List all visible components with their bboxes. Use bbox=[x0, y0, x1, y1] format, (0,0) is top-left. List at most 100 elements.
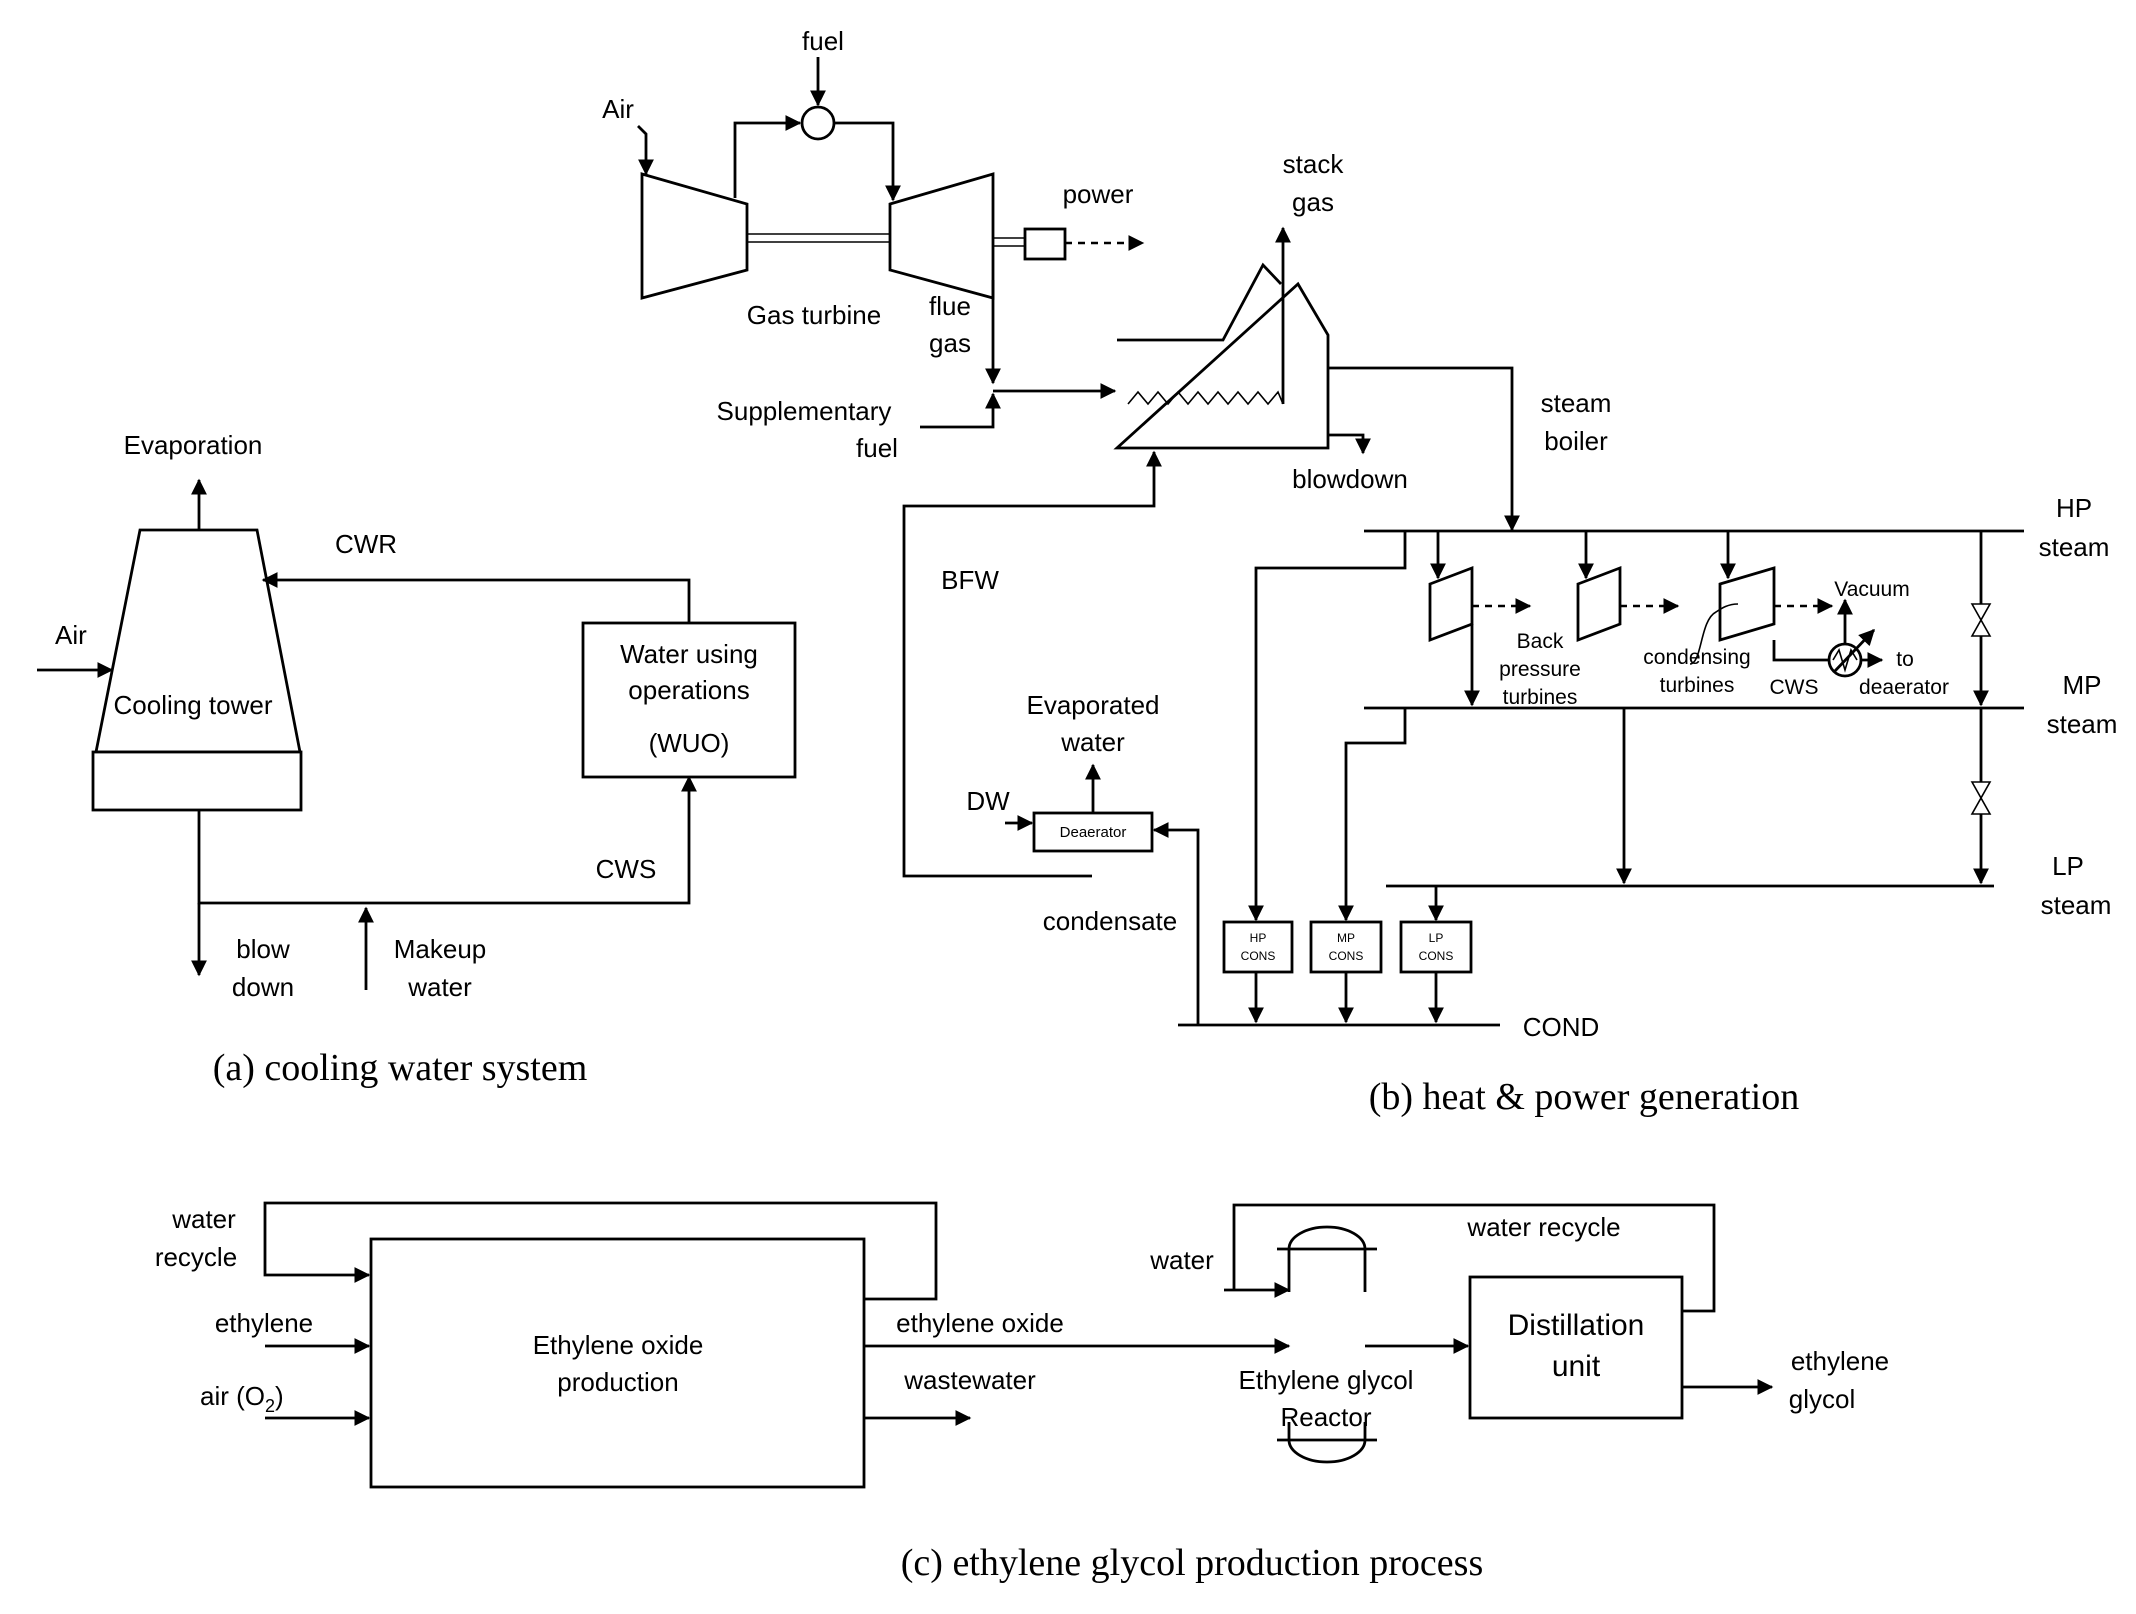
flue-gas-label-2: gas bbox=[929, 328, 971, 358]
wuo-label-3: (WUO) bbox=[649, 728, 730, 758]
letdown-valve-mp-lp bbox=[1970, 781, 1992, 815]
caption-c: (c) ethylene glycol production process bbox=[901, 1542, 1483, 1584]
lp-cons-label-2: CONS bbox=[1419, 949, 1454, 963]
hp-steam-label-1: HP bbox=[2056, 493, 2092, 523]
distillation-label-1: Distillation bbox=[1508, 1309, 1645, 1342]
eg-reactor-label-2: Reactor bbox=[1280, 1402, 1371, 1432]
ethylene-oxide-label: ethylene oxide bbox=[896, 1308, 1064, 1338]
cws-label: CWS bbox=[596, 854, 657, 884]
lp-steam-label-2: steam bbox=[2041, 890, 2112, 920]
compressed-air-line bbox=[733, 115, 802, 198]
eo-production-label-1: Ethylene oxide bbox=[533, 1330, 704, 1360]
condensing-label-2: turbines bbox=[1660, 674, 1735, 697]
condensate-label: condensate bbox=[1043, 906, 1177, 936]
gas-turbine-label: Gas turbine bbox=[747, 300, 881, 330]
hp-steam-label-2: steam bbox=[2039, 532, 2110, 562]
eo-production-box bbox=[369, 1237, 866, 1489]
eo-water-recycle bbox=[263, 1201, 938, 1301]
hp-cons-label-2: CONS bbox=[1241, 949, 1276, 963]
back-pressure-turbine-2 bbox=[1576, 565, 1622, 643]
evaporated-water-label-2: water bbox=[1060, 727, 1125, 757]
back-pressure-label-1: Back bbox=[1517, 630, 1564, 653]
cooling-tower-label: Cooling tower bbox=[114, 690, 273, 720]
eo-production-label-2: production bbox=[557, 1367, 678, 1397]
back-pressure-label-3: turbines bbox=[1503, 686, 1578, 709]
stack-gas-label-1: stack bbox=[1283, 149, 1345, 179]
makeup-label-1: Makeup bbox=[394, 934, 487, 964]
supp-fuel-label-1: Supplementary bbox=[717, 396, 892, 426]
cwr-line bbox=[261, 572, 691, 623]
panel-a-cooling-water: Cooling tower Evaporation Air Water usin… bbox=[37, 430, 797, 1089]
panel-c-ethylene-glycol: Ethylene oxide production water recycle … bbox=[155, 1201, 1889, 1584]
wuo-label-1: Water using bbox=[620, 639, 758, 669]
flue-gas-label-1: flue bbox=[929, 291, 971, 321]
evaporated-water-label-1: Evaporated bbox=[1027, 690, 1160, 720]
distillation-water-recycle bbox=[1232, 1203, 1716, 1313]
mp-steam-label-2: steam bbox=[2047, 709, 2118, 739]
condensing-label-1: condensing bbox=[1643, 646, 1750, 669]
supplementary-fuel-arrow bbox=[920, 392, 1001, 429]
condensing-turbine bbox=[1718, 566, 1776, 642]
steam-boiler-label-1: steam bbox=[1541, 388, 1612, 418]
gt-air-arrow bbox=[637, 125, 654, 176]
water-recycle-label-2: recycle bbox=[155, 1242, 237, 1272]
hp-cons-label-1: HP bbox=[1250, 931, 1267, 945]
lp-cons-label-1: LP bbox=[1429, 931, 1444, 945]
water-recycle-label-1: water bbox=[171, 1204, 236, 1234]
supp-fuel-label-2: fuel bbox=[856, 433, 898, 463]
mp-cons-supply bbox=[1338, 708, 1407, 922]
vacuum-label: Vacuum bbox=[1834, 578, 1909, 601]
fuel-label: fuel bbox=[802, 26, 844, 56]
boiler-coil bbox=[1127, 390, 1284, 406]
cws-line bbox=[197, 775, 697, 905]
condensate-return bbox=[1152, 822, 1200, 1025]
wuo-box bbox=[581, 621, 797, 779]
eg-reactor-label-1: Ethylene glycol bbox=[1239, 1365, 1414, 1395]
lp-cons-box bbox=[1399, 920, 1473, 974]
caption-a: (a) cooling water system bbox=[213, 1047, 588, 1089]
cooling-tower-basin bbox=[91, 750, 303, 812]
blowdown-label-1: blow bbox=[236, 934, 290, 964]
power-label: power bbox=[1063, 179, 1134, 209]
boiler-blowdown-label: blowdown bbox=[1292, 464, 1408, 494]
deaerator-label: Deaerator bbox=[1060, 824, 1127, 841]
wuo-label-2: operations bbox=[628, 675, 749, 705]
cwr-label: CWR bbox=[335, 529, 397, 559]
mp-cons-box bbox=[1309, 920, 1383, 974]
boiler-blowdown-arrow bbox=[1328, 433, 1371, 455]
lp-steam-label-1: LP bbox=[2052, 851, 2084, 881]
water-recycle2-label: water recycle bbox=[1466, 1212, 1620, 1242]
evaporation-label: Evaporation bbox=[124, 430, 263, 460]
mp-cons-label-2: CONS bbox=[1329, 949, 1364, 963]
hp-cons-box bbox=[1222, 920, 1294, 974]
eg-product-label-1: ethylene bbox=[1791, 1346, 1889, 1376]
air-o2-label: air (O2) bbox=[200, 1381, 284, 1416]
combustor-to-turbine-line bbox=[834, 121, 901, 202]
eg-reactor-vessel bbox=[1277, 1225, 1377, 1292]
cond-label: COND bbox=[1523, 1012, 1600, 1042]
steam-boiler-outlet bbox=[1328, 366, 1520, 532]
makeup-label-2: water bbox=[407, 972, 472, 1002]
steam-boiler bbox=[1113, 262, 1330, 450]
bfw-line bbox=[902, 450, 1162, 878]
back-pressure-label-2: pressure bbox=[1499, 658, 1581, 681]
hp-cons-supply bbox=[1248, 531, 1407, 922]
gas-turbine-compressor bbox=[640, 172, 749, 300]
combustor bbox=[800, 105, 836, 141]
back-pressure-turbine-1 bbox=[1428, 565, 1474, 643]
distillation-label-2: unit bbox=[1552, 1350, 1601, 1383]
to-deaerator-label-2: deaerator bbox=[1859, 676, 1949, 699]
bfw-label: BFW bbox=[941, 565, 999, 595]
steam-boiler-label-2: boiler bbox=[1544, 426, 1608, 456]
blowdown-label-2: down bbox=[232, 972, 294, 1002]
deaerator-box bbox=[1032, 811, 1154, 853]
letdown-valve-hp-mp bbox=[1970, 603, 1992, 637]
generator-box bbox=[1023, 227, 1067, 261]
water-label: water bbox=[1149, 1245, 1214, 1275]
caption-b: (b) heat & power generation bbox=[1369, 1076, 1800, 1118]
ethylene-label: ethylene bbox=[215, 1308, 313, 1338]
panel-b-heat-power: Gas turbine Air fuel power flue gas Supp… bbox=[602, 26, 2117, 1118]
wastewater-label: wastewater bbox=[903, 1365, 1036, 1395]
gas-turbine-expander bbox=[888, 172, 995, 300]
